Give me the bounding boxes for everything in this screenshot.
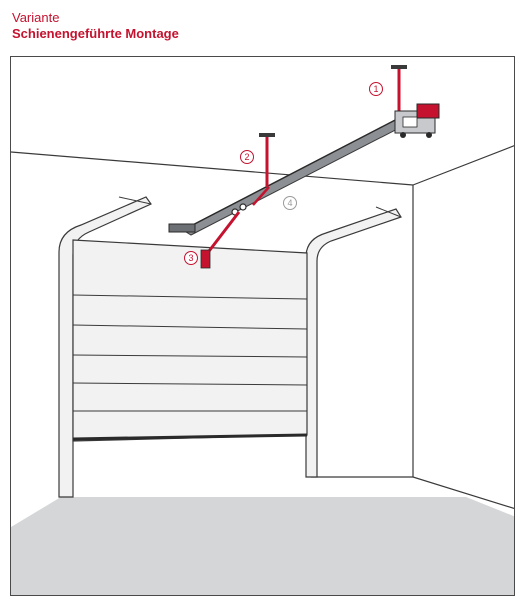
callout-2-label: 2 (244, 152, 249, 162)
ceiling-left-edge (11, 151, 414, 186)
illustration-frame: 1 2 3 4 (10, 56, 515, 596)
motor-unit (394, 103, 440, 138)
door-bottom-seal (72, 433, 308, 441)
ceiling-right-edge (412, 145, 514, 186)
header: Variante Schienengeführte Montage (12, 10, 179, 42)
garage-illustration: 1 2 3 4 (11, 65, 514, 595)
ceiling-plate-1 (391, 65, 407, 69)
door-panel-line-1 (72, 294, 308, 300)
door-panel-line-3 (72, 354, 308, 358)
door-panel-line-4 (72, 382, 308, 386)
right-ceiling-rail-stub (375, 206, 402, 218)
operator-rail-top-line (182, 116, 402, 231)
variant-label: Variante (12, 10, 60, 25)
rail-front-bracket (168, 223, 196, 233)
left-ceiling-rail-stub (118, 196, 152, 205)
callout-3-label: 3 (188, 253, 193, 263)
callout-4: 4 (283, 196, 297, 210)
ceiling-plate-2 (259, 133, 275, 137)
diagram-title: Schienengeführte Montage (12, 26, 179, 41)
floor-right-edge (311, 476, 514, 510)
door-frame-right (305, 208, 402, 478)
door-panel-line-2 (72, 324, 308, 330)
callout-2: 2 (240, 150, 254, 164)
callout-4-label: 4 (287, 198, 292, 208)
callout-1: 1 (369, 82, 383, 96)
carriage-and-arm (200, 186, 270, 269)
callout-1-label: 1 (373, 84, 378, 94)
floor (11, 497, 514, 595)
callout-3: 3 (184, 251, 198, 265)
